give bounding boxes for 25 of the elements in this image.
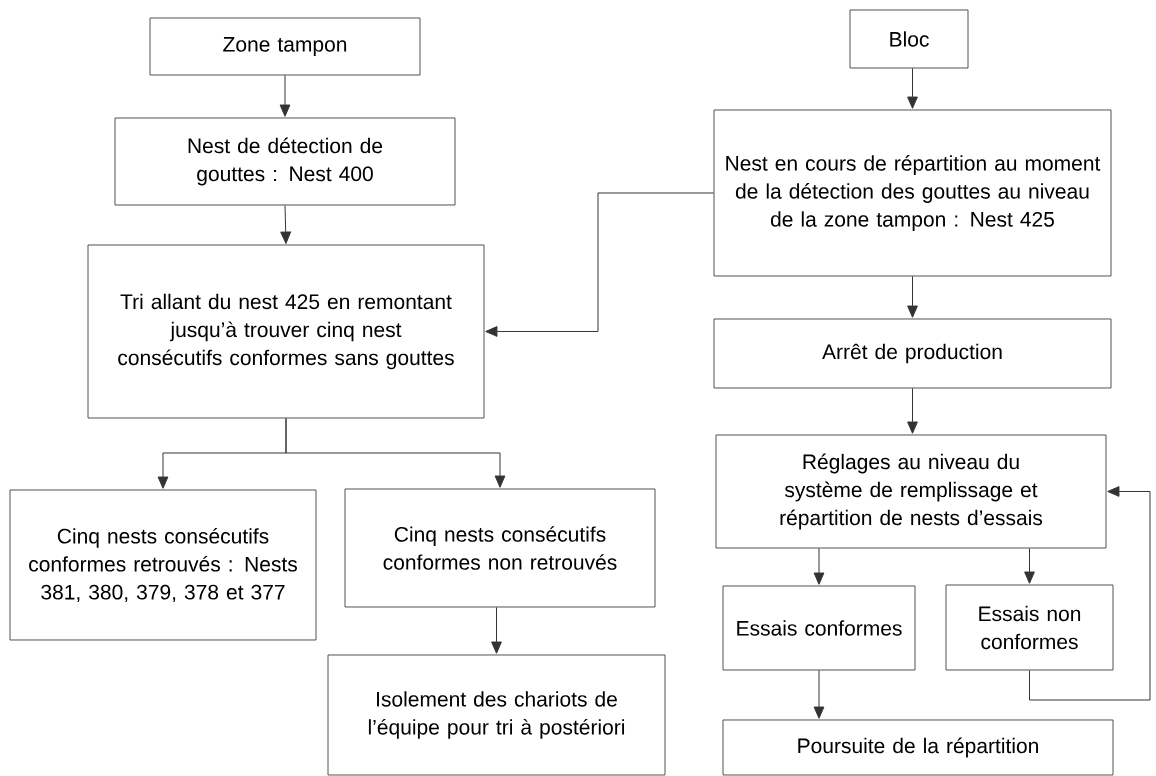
arrow xyxy=(1024,547,1035,584)
arrow xyxy=(907,275,918,318)
arrow xyxy=(280,204,292,244)
arrow xyxy=(1029,486,1151,701)
arrow xyxy=(813,669,825,719)
arrow xyxy=(485,192,715,337)
process-box: Isolement des chariots de l’équipe pour tri à postériori xyxy=(327,654,666,776)
process-box: Cinq nests consécutifs conformes retrouvés : Nests 381, 380, 379, 378 et 377 xyxy=(9,489,317,641)
arrow xyxy=(907,387,918,434)
process-box: Poursuite de la répartition xyxy=(722,719,1114,776)
process-box: Nest de détection de gouttes : Nest 400 xyxy=(114,117,456,206)
arrow xyxy=(279,74,291,117)
process-box: Nest en cours de répartition au moment de la détection des gouttes au niveau de la zone tampon : Nest 425 xyxy=(713,109,1112,277)
process-box: Essais conformes xyxy=(722,585,916,671)
process-box: Arrêt de production xyxy=(713,318,1112,389)
process-box: Réglages au niveau du système de remplissage et répartition de nests d’essais xyxy=(715,434,1107,549)
arrow xyxy=(285,417,506,488)
process-box: Essais non conformes xyxy=(945,584,1114,671)
arrow xyxy=(813,547,825,585)
process-box: Cinq nests consécutifs conformes non retrouvés xyxy=(344,488,656,608)
arrow xyxy=(907,67,918,109)
process-box: Tri allant du nest 425 en remontant jusqu’à trouver cinq nest consécutifs conformes sans gouttes xyxy=(87,244,485,419)
arrow xyxy=(491,606,502,654)
process-box: Zone tampon xyxy=(149,17,421,76)
process-box: Bloc xyxy=(849,9,969,69)
